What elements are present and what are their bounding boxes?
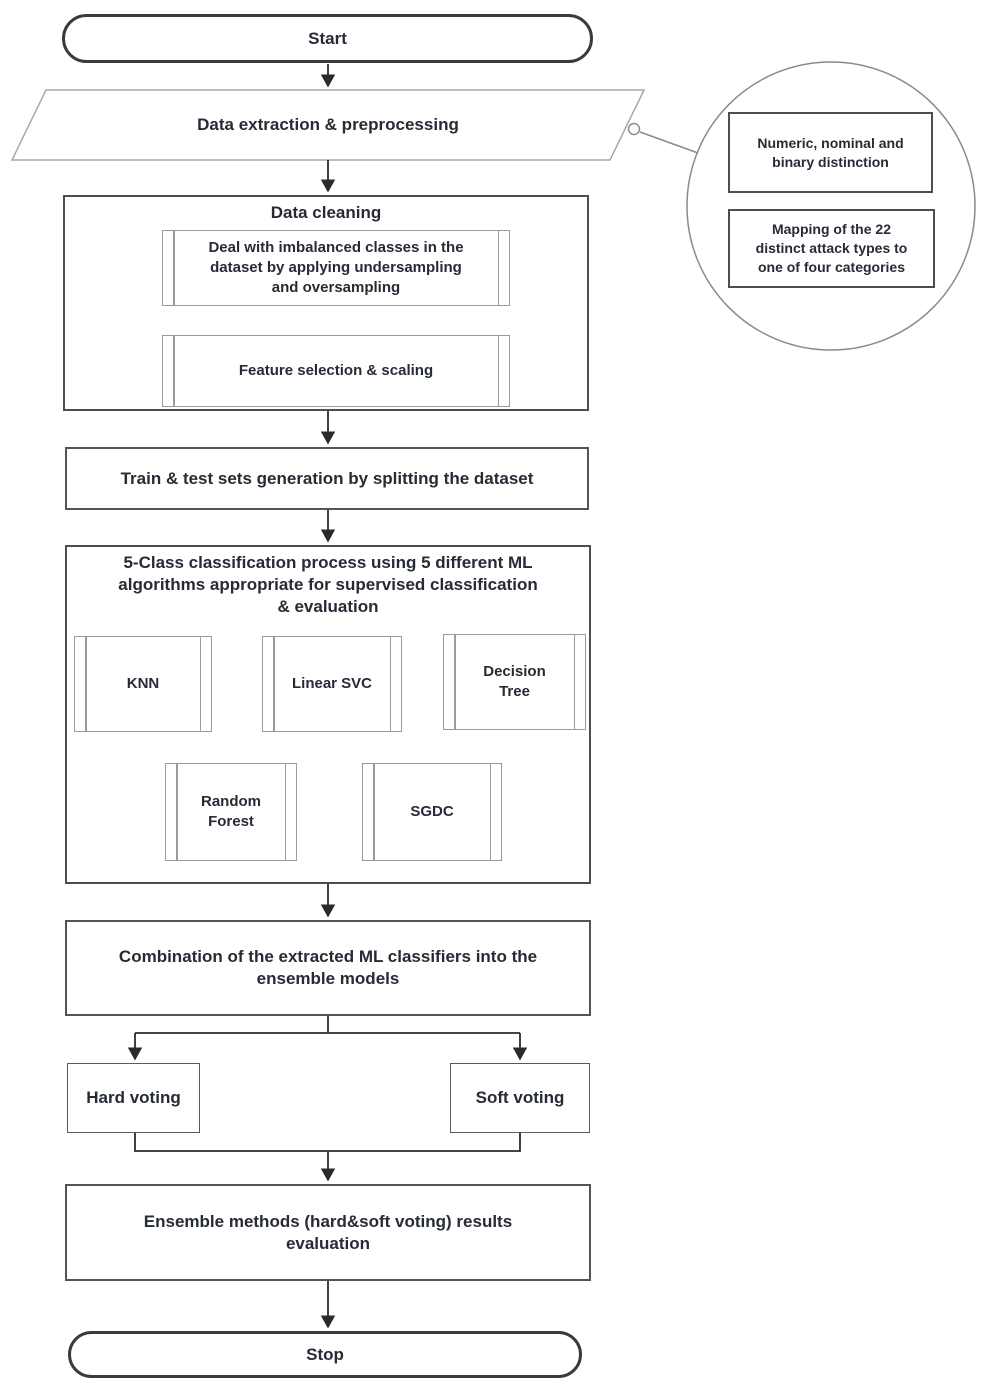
stop-label: Stop (306, 1344, 344, 1364)
callout-note-mapping-label: Mapping of the 22 distinct attack types … (755, 221, 908, 275)
callout-note-distinction-label: Numeric, nominal and binary distinction (757, 134, 904, 170)
random-forest-label: Random Forest (201, 793, 261, 830)
evaluation-process: Ensemble methods (hard&soft voting) resu… (65, 1184, 591, 1281)
preprocess-parallelogram: Data extraction & preprocessing (12, 90, 644, 160)
decision-tree-label: Decision Tree (483, 663, 546, 700)
soft-voting-label: Soft voting (475, 1088, 565, 1107)
data-cleaning-title: Data cleaning (270, 203, 382, 222)
knn-label: KNN (126, 675, 160, 692)
train-test-split-label: Train & test sets generation by splittin… (120, 468, 534, 488)
start-label: Start (308, 28, 347, 48)
combination-label: Combination of the extracted ML classifi… (118, 947, 538, 988)
combination-process: Combination of the extracted ML classifi… (65, 920, 591, 1016)
linear-svc-label: Linear SVC (291, 675, 373, 692)
knn-subprocess: KNN (74, 636, 212, 732)
train-test-split-process: Train & test sets generation by splittin… (65, 447, 589, 510)
sgdc-label: SGDC (410, 803, 454, 820)
soft-voting-box: Soft voting (450, 1063, 590, 1133)
classification-container: 5-Class classification process using 5 d… (65, 545, 591, 884)
evaluation-label: Ensemble methods (hard&soft voting) resu… (143, 1211, 513, 1253)
hard-voting-box: Hard voting (67, 1063, 200, 1133)
callout-circle (686, 61, 976, 351)
hard-voting-label: Hard voting (86, 1088, 181, 1107)
feature-selection-subprocess: Feature selection & scaling (162, 335, 510, 407)
start-terminal: Start (62, 14, 593, 63)
random-forest-subprocess: Random Forest (165, 763, 297, 861)
sgdc-subprocess: SGDC (362, 763, 502, 861)
classification-title: 5-Class classification process using 5 d… (118, 553, 538, 616)
callout-leader-line (639, 131, 699, 154)
stop-terminal: Stop (68, 1331, 582, 1378)
linear-svc-subprocess: Linear SVC (262, 636, 402, 732)
imbalanced-classes-label: Deal with imbalanced classes in the data… (208, 239, 464, 296)
callout-note-mapping: Mapping of the 22 distinct attack types … (728, 209, 935, 288)
decision-tree-subprocess: Decision Tree (443, 634, 586, 730)
feature-selection-label: Feature selection & scaling (238, 362, 434, 379)
preprocess-label: Data extraction & preprocessing (197, 115, 459, 134)
data-cleaning-container: Data cleaning Deal with imbalanced class… (63, 195, 589, 411)
callout-note-distinction: Numeric, nominal and binary distinction (728, 112, 933, 193)
callout-anchor-dot (627, 122, 641, 136)
imbalanced-classes-subprocess: Deal with imbalanced classes in the data… (162, 230, 510, 306)
preprocess-parallelogram-shape (10, 89, 646, 161)
merge-lines (134, 1133, 521, 1152)
